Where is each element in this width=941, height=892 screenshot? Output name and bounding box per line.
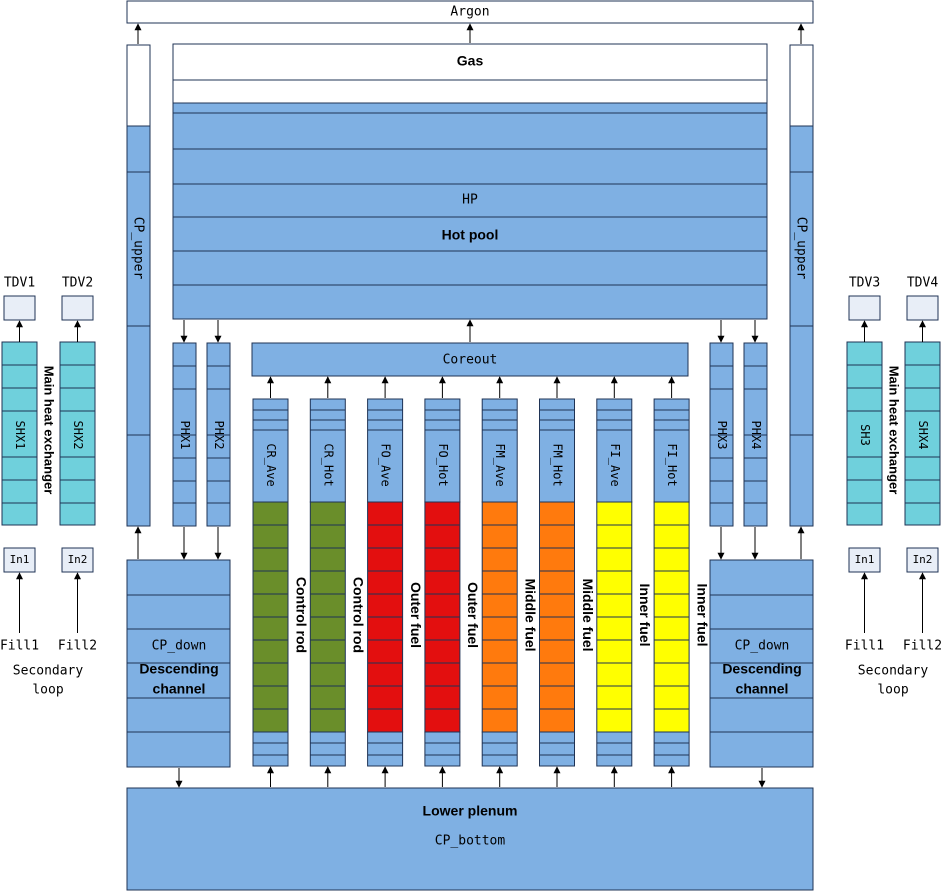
shx-column [846,341,883,526]
main-hx-label: Main heat exchanger [887,366,902,495]
phx-column: PHX2 [206,342,231,527]
tdv-label: TDV1 [4,276,35,291]
tdv-label: TDV3 [849,276,880,291]
channel-fuel-label: Outer fuel [465,582,481,648]
main-hx-label: Main heat exchanger [42,366,57,495]
inlet-label: In2 [913,553,933,566]
descending-left-1: Descending [139,661,218,677]
cp-bottom-label: CP_bottom [435,834,506,849]
secondary-left-1: Secondary [13,664,84,679]
channel-fuel-label: Middle fuel [522,578,538,651]
cp-down-left [126,559,231,768]
channel-top-label: CR_Ave [264,443,278,486]
channel-top-label: FO_Ave [379,443,393,486]
channel-fuel-label: Middle fuel [580,578,596,651]
channel-fuel-label: Control rod [293,577,309,653]
fill-label: Fill1 [845,639,884,654]
lower-plenum-box [126,787,814,891]
inlet-box [61,547,94,573]
phx-label: PHX3 [715,421,729,450]
hot-pool-block [172,43,768,320]
phx-label: PHX4 [749,421,763,450]
cp-upper-left: CP_upper [126,44,151,527]
gas-label: Gas [457,53,484,69]
fill-label: Fill1 [0,639,39,654]
coreout-label: Coreout [443,353,498,368]
cp-down-right-label: CP_down [735,639,790,654]
channel-fuel-label: Outer fuel [408,582,424,648]
descending-right-1: Descending [722,661,801,677]
secondary-left-2: loop [32,683,63,698]
phx-column: PHX1 [172,342,197,527]
coreout-box [251,342,689,377]
inlet-box [848,547,881,573]
phx-label: PHX2 [212,421,226,450]
argon-label: Argon [450,5,489,20]
cp-down-left-label: CP_down [152,639,207,654]
tdv-box [848,295,881,321]
phx-column: PHX4 [743,342,768,527]
tdv-label: TDV4 [907,276,938,291]
shx-label: SHX4 [916,421,930,450]
lower-plenum-label: Lower plenum [423,803,518,819]
secondary-right-1: Secondary [858,664,929,679]
cp-down-right [709,559,814,768]
shx-column [904,341,941,526]
inlet-label: In2 [68,553,88,566]
inlet-box [3,547,36,573]
fill-label: Fill2 [903,639,941,654]
shx-label: SH3 [858,424,872,446]
channel-top-label: FI_Ave [608,443,622,486]
tdv-label: TDV2 [62,276,93,291]
tdv-box [3,295,36,321]
shx-label: SHX2 [71,421,85,450]
phx-column: PHX3 [709,342,734,527]
secondary-right-2: loop [877,683,908,698]
tdv-box [906,295,939,321]
inlet-label: In1 [10,553,30,566]
hp-label: HP [462,193,478,208]
channel-fuel-label: Inner fuel [694,583,710,646]
hot-pool-label: Hot pool [442,227,499,243]
channel-top-label: FO_Hot [436,443,450,486]
inlet-label: In1 [855,553,875,566]
fill-label: Fill2 [58,639,97,654]
cp-upper-left-label: CP_upper [131,217,146,280]
channel-fuel-label: Inner fuel [637,583,653,646]
argon-box [126,0,814,24]
descending-right-2: channel [736,681,789,697]
flow-arrows [134,23,805,788]
descending-left-2: channel [153,681,206,697]
channel-top-label: FM_Ave [493,443,507,486]
channel-top-label: CR_Hot [321,443,335,486]
phx-label: PHX1 [178,421,192,450]
inlet-box [906,547,939,573]
channel-top-label: FM_Hot [551,443,565,486]
cp-upper-right: CP_upper [789,44,814,527]
cp-upper-right-label: CP_upper [794,217,809,280]
tdv-box [61,295,94,321]
channel-fuel-label: Control rod [351,577,367,653]
channel-top-label: FI_Hot [665,443,679,486]
shx-label: SHX1 [13,421,27,450]
